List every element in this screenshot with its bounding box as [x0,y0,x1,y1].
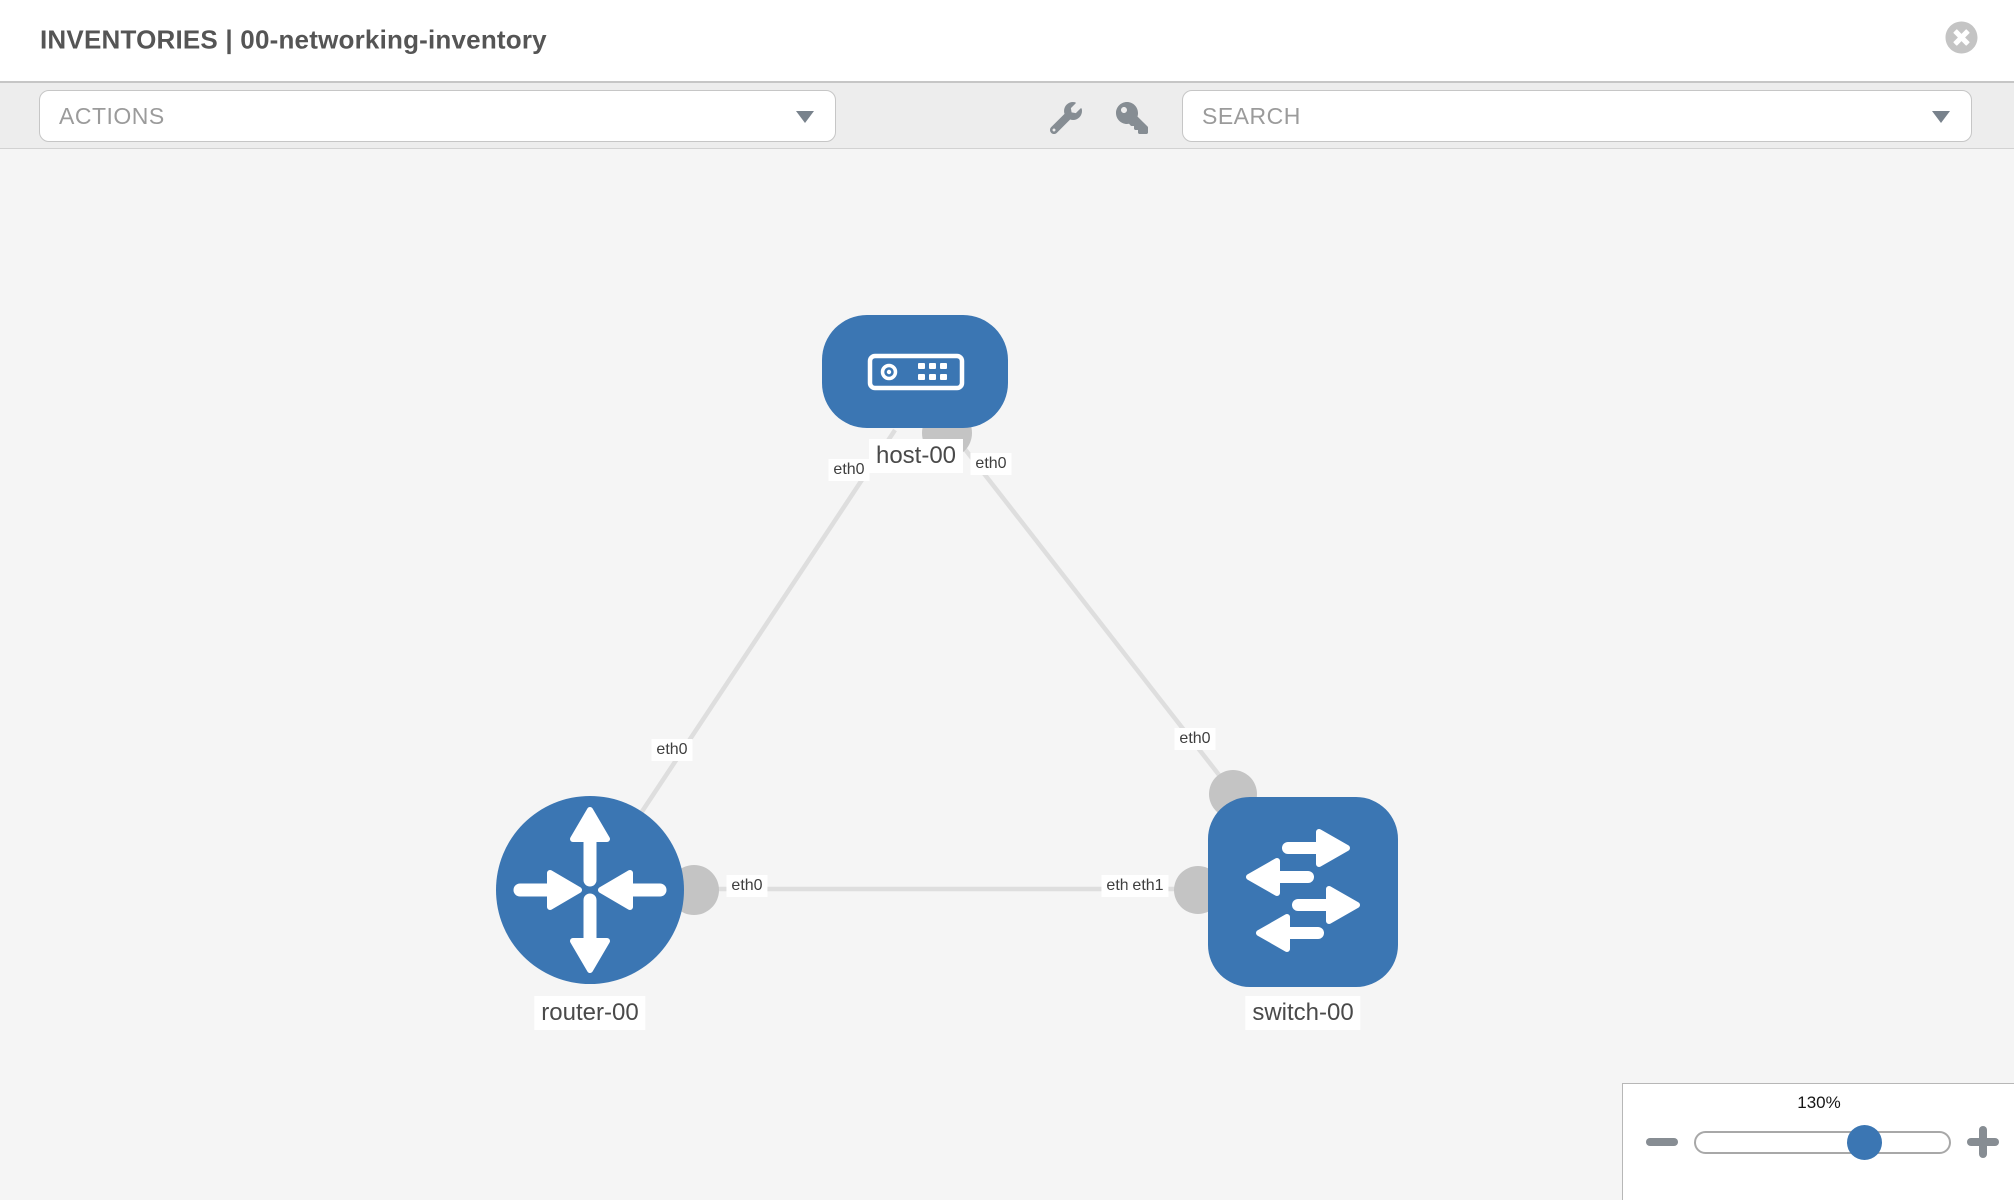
toolbar: ACTIONS [0,81,2014,149]
node-label-router-00: router-00 [534,996,646,1030]
node-switch-00[interactable] [1208,797,1398,987]
zoom-out-button[interactable] [1644,1124,1680,1160]
node-host-00[interactable] [822,315,1008,428]
close-button[interactable] [1945,21,1978,54]
topology-canvas[interactable]: eth0 eth0 eth0 eth0 eth0 eth0 eth1 host-… [0,149,2014,1200]
chevron-down-icon [1932,111,1950,123]
close-icon [1945,21,1978,57]
interface-label: eth0 [970,453,1012,475]
header: INVENTORIES | 00-networking-inventory [0,0,2014,81]
actions-dropdown[interactable]: ACTIONS [39,90,836,142]
node-label-host-00: host-00 [868,439,964,473]
switch-icon [1246,829,1360,952]
interface-label: eth0 [1174,728,1216,750]
zoom-in-button[interactable] [1965,1124,2001,1160]
credentials-button[interactable] [1114,100,1150,136]
zoom-slider-track[interactable] [1694,1131,1951,1154]
interface-label: eth0 [828,459,870,481]
actions-dropdown-label: ACTIONS [59,102,165,129]
wrench-icon [1049,102,1082,137]
node-router-00[interactable] [496,796,684,984]
interface-label: eth0 [726,875,768,897]
zoom-level: 130% [1797,1093,1841,1112]
router-icon [513,807,667,973]
search-box[interactable] [1182,90,1972,142]
interface-label: eth1 [1127,875,1169,897]
topology-graph [496,315,1398,987]
page-title: INVENTORIES | 00-networking-inventory [40,23,547,54]
interface-label: eth0 [651,739,693,761]
configure-button[interactable] [1048,100,1084,136]
zoom-slider-handle[interactable] [1847,1125,1882,1160]
chevron-down-icon [796,111,814,123]
host-icon [867,353,965,391]
node-label-switch-00: switch-00 [1245,996,1361,1030]
search-input[interactable] [1202,102,1971,130]
zoom-panel: 130% [1622,1083,2014,1200]
key-icon [1116,102,1148,137]
